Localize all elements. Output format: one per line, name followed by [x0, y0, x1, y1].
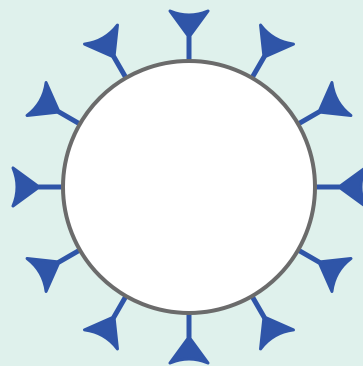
virus-body [63, 61, 315, 313]
